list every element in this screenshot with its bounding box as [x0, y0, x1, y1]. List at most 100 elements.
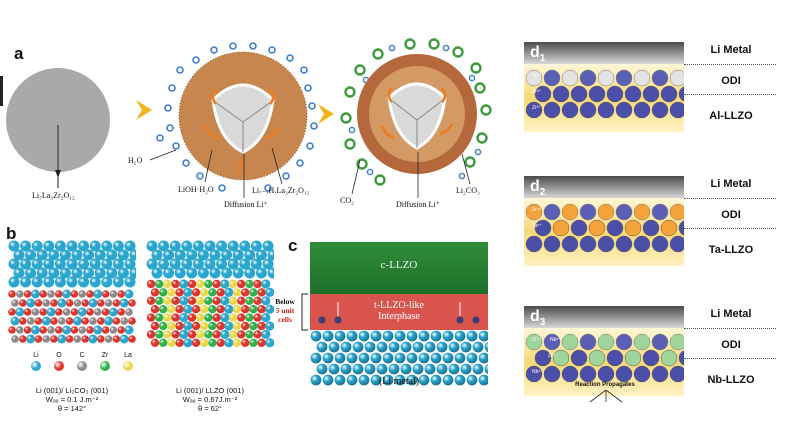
- zr-atom: [208, 305, 217, 314]
- li-atom: [20, 276, 32, 288]
- zr-atom: [245, 279, 254, 289]
- c-atom: [94, 308, 102, 316]
- odi-atom: [561, 203, 579, 221]
- li-atom: [334, 352, 346, 364]
- o-atom: [212, 330, 221, 339]
- li-atom: [30, 325, 40, 335]
- llzo-atom: [633, 101, 651, 119]
- core-triangle: [211, 83, 275, 154]
- llzo-atom: [669, 365, 684, 383]
- legend-swatch: [31, 361, 41, 371]
- water-molecules: [156, 42, 318, 192]
- o-atom: [81, 317, 89, 325]
- llzo-atom: [651, 235, 669, 253]
- li-atom: [382, 352, 394, 364]
- li-atom: [25, 249, 37, 261]
- o-atom: [70, 326, 79, 334]
- zr-atom: [155, 313, 164, 322]
- la-atom: [167, 305, 176, 314]
- c-llzo-label: c-LLZO: [380, 259, 418, 271]
- li-atom: [418, 374, 430, 386]
- llzo-atom: [660, 349, 678, 367]
- ion-label: Zr²⁺: [532, 105, 542, 111]
- li-atom: [20, 240, 32, 252]
- layer-separator: [684, 64, 776, 65]
- li-metal-band: [524, 42, 684, 64]
- li-llzo-slab: [146, 240, 274, 348]
- c-atom: [11, 299, 19, 307]
- li-metal-label: (Li metal): [378, 376, 420, 387]
- llzo-atom: [615, 101, 633, 119]
- li-atom: [484, 363, 488, 375]
- o-atom: [19, 335, 27, 343]
- li-atom: [209, 249, 221, 261]
- ion-label: Nb⁵⁺: [550, 337, 562, 343]
- o-atom: [175, 338, 184, 347]
- li-atom: [460, 341, 472, 353]
- o-atom: [191, 288, 201, 297]
- li-atom: [221, 249, 233, 261]
- c-atom: [89, 317, 97, 325]
- li-atom: [400, 341, 412, 353]
- li-atom: [112, 240, 124, 252]
- legend-label: C: [79, 352, 85, 359]
- li-atom: [146, 240, 158, 252]
- li-atom: [179, 329, 189, 339]
- o-atom: [150, 305, 160, 314]
- li-atom: [101, 240, 113, 252]
- left-caption-line-1: Li (001)/ Li₂CO₃ (001): [35, 386, 109, 395]
- li-atom: [62, 325, 72, 335]
- li-atom: [112, 276, 124, 288]
- c-atom: [125, 308, 133, 316]
- panel-d-letter-main: d: [530, 308, 540, 325]
- li-atom: [478, 374, 488, 386]
- li-atom: [31, 276, 43, 288]
- o-atom: [55, 308, 63, 316]
- pristine-llzo-label: Li₇La₃Zr₂O₁₂: [32, 191, 75, 200]
- odi-atom: [669, 69, 684, 87]
- o-atom: [191, 305, 201, 314]
- la-atom: [196, 279, 205, 289]
- zr-atom: [204, 296, 213, 305]
- li-atom: [169, 240, 181, 252]
- li-atom: [358, 374, 370, 386]
- li-atom: [78, 276, 90, 288]
- la-atom: [163, 279, 172, 289]
- li-atom: [370, 374, 382, 386]
- odi-atom: [561, 333, 579, 351]
- o-atom: [187, 279, 197, 289]
- li-atom: [163, 267, 175, 279]
- o-atom: [23, 326, 32, 334]
- li-atom: [472, 341, 484, 353]
- li-atom: [412, 341, 424, 353]
- li-atom: [220, 329, 230, 339]
- llzo-atom: [651, 365, 669, 383]
- li-atom: [224, 321, 234, 331]
- o-atom: [241, 305, 250, 314]
- h2o-label: H₂O: [128, 156, 143, 165]
- c-atom: [16, 290, 24, 298]
- o-atom: [23, 308, 32, 316]
- panel-d-mid-label: ODI: [721, 75, 741, 87]
- odi-atom: [651, 333, 669, 351]
- llzo-atom: [588, 349, 606, 367]
- c-atom: [42, 335, 50, 343]
- c-atom: [11, 335, 19, 343]
- odi-atom: [615, 333, 633, 351]
- ion-label: Zr⁴⁺: [532, 73, 542, 79]
- zr-atom: [204, 330, 213, 339]
- li-atom: [478, 352, 488, 364]
- li-atom: [101, 258, 113, 270]
- li-atom: [484, 341, 488, 353]
- o-atom: [34, 299, 43, 307]
- odi-atom: [633, 333, 651, 351]
- li-atom: [94, 249, 106, 261]
- li-atom: [174, 249, 186, 261]
- li-atom: [430, 330, 442, 342]
- zr-atom: [159, 305, 168, 314]
- li-atom: [54, 258, 66, 270]
- llzo-atom: [579, 235, 597, 253]
- li-atom: [62, 289, 72, 299]
- li-atom: [394, 352, 406, 364]
- panel-d-letter-main: d: [530, 44, 540, 61]
